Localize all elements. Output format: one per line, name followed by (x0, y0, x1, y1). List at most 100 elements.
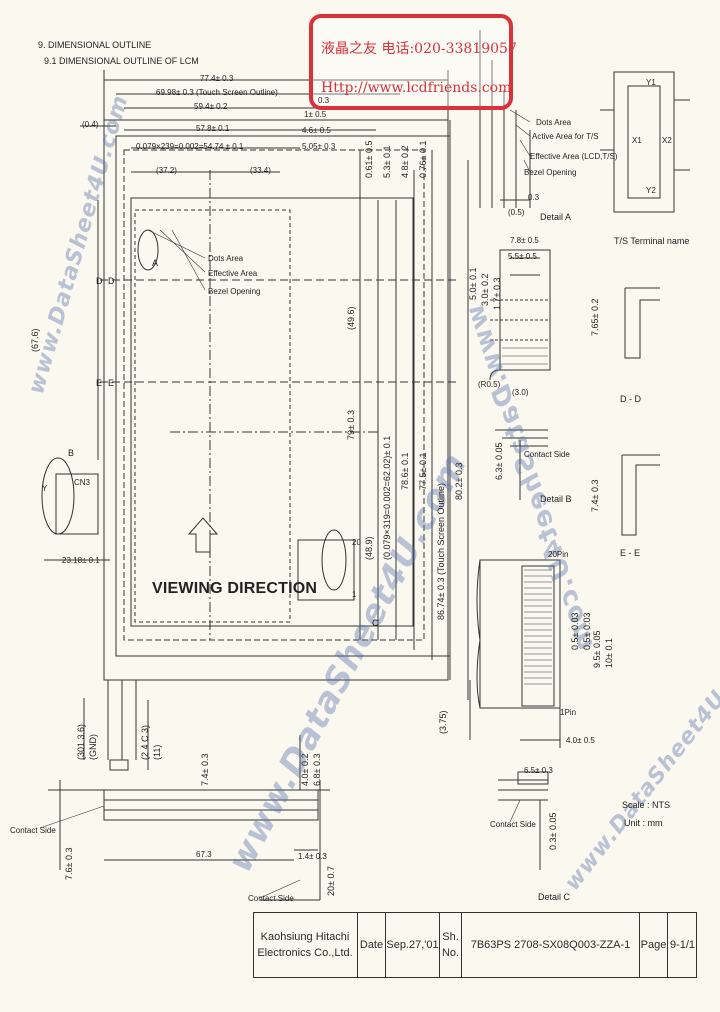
dim-label: 57.8± 0.1 (196, 124, 230, 133)
dots-area (134, 209, 291, 623)
dim-label: 0.3± 0.05 (548, 812, 558, 850)
pin-label: 1 (352, 590, 357, 599)
section-ee-title: E - E (620, 548, 641, 558)
side-view-body (103, 789, 319, 821)
dim-label: 7.4± 0.3 (200, 753, 210, 786)
dim-label: 7.4± 0.3 (590, 479, 600, 512)
dim-label: (301 3.6) (76, 723, 86, 760)
dim-label: (0.5) (508, 208, 525, 217)
callout-label: Effective Area (208, 269, 258, 278)
marker-label: E (108, 378, 115, 388)
dim-label: 3.0± 0.2 (480, 273, 490, 306)
dim-label: 1.7± 0.3 (492, 277, 502, 310)
dim-label: 69.98± 0.3 (Touch Screen Outline) (156, 88, 278, 97)
company-name: Kaohsiung Hitachi Electronics Co.,Ltd. (257, 931, 353, 959)
detail-c-title: Detail C (538, 892, 571, 902)
module-outline (103, 119, 449, 681)
callout-label: Dots Area (208, 254, 244, 263)
contact-side-label: Contact Side (10, 826, 56, 835)
stamp-line-2: Http://www.lcdfriends.com (321, 80, 512, 96)
detail-b-title: Detail B (540, 494, 572, 504)
dim-label: 1± 0.5 (304, 110, 327, 119)
dim-label: (49.6) (346, 306, 356, 330)
dim-label: 0.5± 0.03 (582, 612, 592, 650)
ts-pin-label: X1 (632, 136, 642, 145)
marker-label: CN3 (74, 478, 91, 487)
dim-label: (GND) (88, 734, 98, 760)
date-value: Sep.27,'01 (385, 912, 439, 978)
dim-label: (37.2) (156, 166, 177, 175)
dd-section (499, 249, 551, 371)
dim-label: 6.3± 0.05 (494, 442, 504, 480)
detail-a-callout: Effective Area (LCD,T/S) (530, 152, 618, 161)
detail-a-callout: Bezel Opening (524, 168, 577, 177)
connector-body (479, 559, 561, 709)
dim-label: 78.6± 0.1 (400, 452, 410, 490)
dim-label: (48.9) (364, 536, 374, 560)
marker-label: D (96, 276, 103, 286)
dim-label: 0.3 (318, 96, 330, 105)
dim-label: 6.5± 0.3 (524, 766, 553, 775)
contact-side-label: Contact Side (490, 820, 536, 829)
dim-label: 86.74± 0.3 (Touch Screen Outline) (436, 482, 446, 620)
title-block: Kaohsiung Hitachi Electronics Co.,Ltd. D… (253, 912, 697, 978)
detail-a-title: Detail A (540, 212, 572, 222)
subsection-title: 9.1 DIMENSIONAL OUTLINE OF LCM (44, 56, 199, 66)
dim-label: (33.4) (250, 166, 271, 175)
dim-label: 0.5± 0.03 (570, 612, 580, 650)
stamp-line-1: 液晶之友 电话:020-33819057 (321, 41, 517, 57)
sheet-no-value: 7B63PS 2708-SX08Q003-ZZA-1 (461, 912, 639, 978)
dim-label: 5.3± 0.1 (382, 145, 392, 178)
dim-label: (0.4) (82, 120, 99, 129)
dim-label: 0.61± 0.5 (364, 140, 374, 178)
dim-label: 7.8± 0.5 (510, 236, 539, 245)
pin-label: 1Pin (560, 708, 577, 717)
callout-label: Bezel Opening (208, 287, 261, 296)
dim-label: 77.4± 0.3 (200, 74, 234, 83)
ts-terminal-outline (613, 71, 675, 213)
dim-label: 4.8± 0.2 (400, 145, 410, 178)
dim-label: 4.0± 0.5 (566, 736, 595, 745)
page-value: 9-1/1 (667, 912, 697, 978)
contact-stamp: 液晶之友 电话:020-33819057 Http://www.lcdfrien… (309, 14, 517, 110)
pin-label: 20 (352, 538, 361, 547)
marker-label: D (108, 276, 115, 286)
sheet-no-label: Sh. No. (439, 912, 461, 978)
dim-label: 79± 0.3 (346, 410, 356, 440)
marker-label: E (96, 378, 103, 388)
dim-label: 7.65± 0.2 (590, 298, 600, 336)
dim-label: (R0.5) (478, 380, 501, 389)
dim-label: 20± 0.7 (326, 866, 336, 896)
ts-terminal-title: T/S Terminal name (614, 236, 690, 246)
dim-label: (67.6) (30, 328, 40, 352)
dim-label: 59.4± 0.2 (194, 102, 228, 111)
dim-label: 0.3 (528, 193, 540, 202)
dim-label: 5.0± 0.1 (468, 267, 478, 300)
contact-side-label: Contact Side (524, 450, 570, 459)
dim-label: 4.6± 0.5 (302, 126, 331, 135)
pin-label: 20Pin (548, 550, 569, 559)
section-dd-title: D - D (620, 394, 641, 404)
effective-area (130, 197, 414, 627)
dim-label: (3.75) (438, 710, 448, 734)
marker-label: A (152, 258, 159, 268)
dim-label: (0.079×319=0.002=62.02)± 0.1 (382, 435, 392, 560)
dim-label: 5.05± 0.3 (302, 142, 336, 151)
unit-text: Unit : mm (624, 818, 663, 828)
bezel-opening (123, 149, 425, 641)
dim-label: 7.6± 0.3 (64, 847, 74, 880)
dim-label: (2 4 C 3) (140, 724, 150, 760)
viewing-direction-label: VIEWING DIRECTION (152, 580, 318, 597)
dim-label: 67.3 (196, 850, 212, 859)
dim-label: (11) (152, 744, 162, 760)
ts-pin-label: Y2 (646, 186, 656, 195)
dim-label: (3.0) (512, 388, 529, 397)
marker-label: Y (42, 484, 48, 493)
ts-pin-label: X2 (662, 136, 672, 145)
dim-label: 9.5± 0.05 (592, 630, 602, 668)
dim-label: 77.5± 0.1 (418, 452, 428, 490)
ts-pin-label: Y1 (646, 78, 656, 87)
marker-label: C (372, 618, 379, 628)
dim-label: 0.76± 0.1 (418, 140, 428, 178)
page-label: Page (639, 912, 667, 978)
